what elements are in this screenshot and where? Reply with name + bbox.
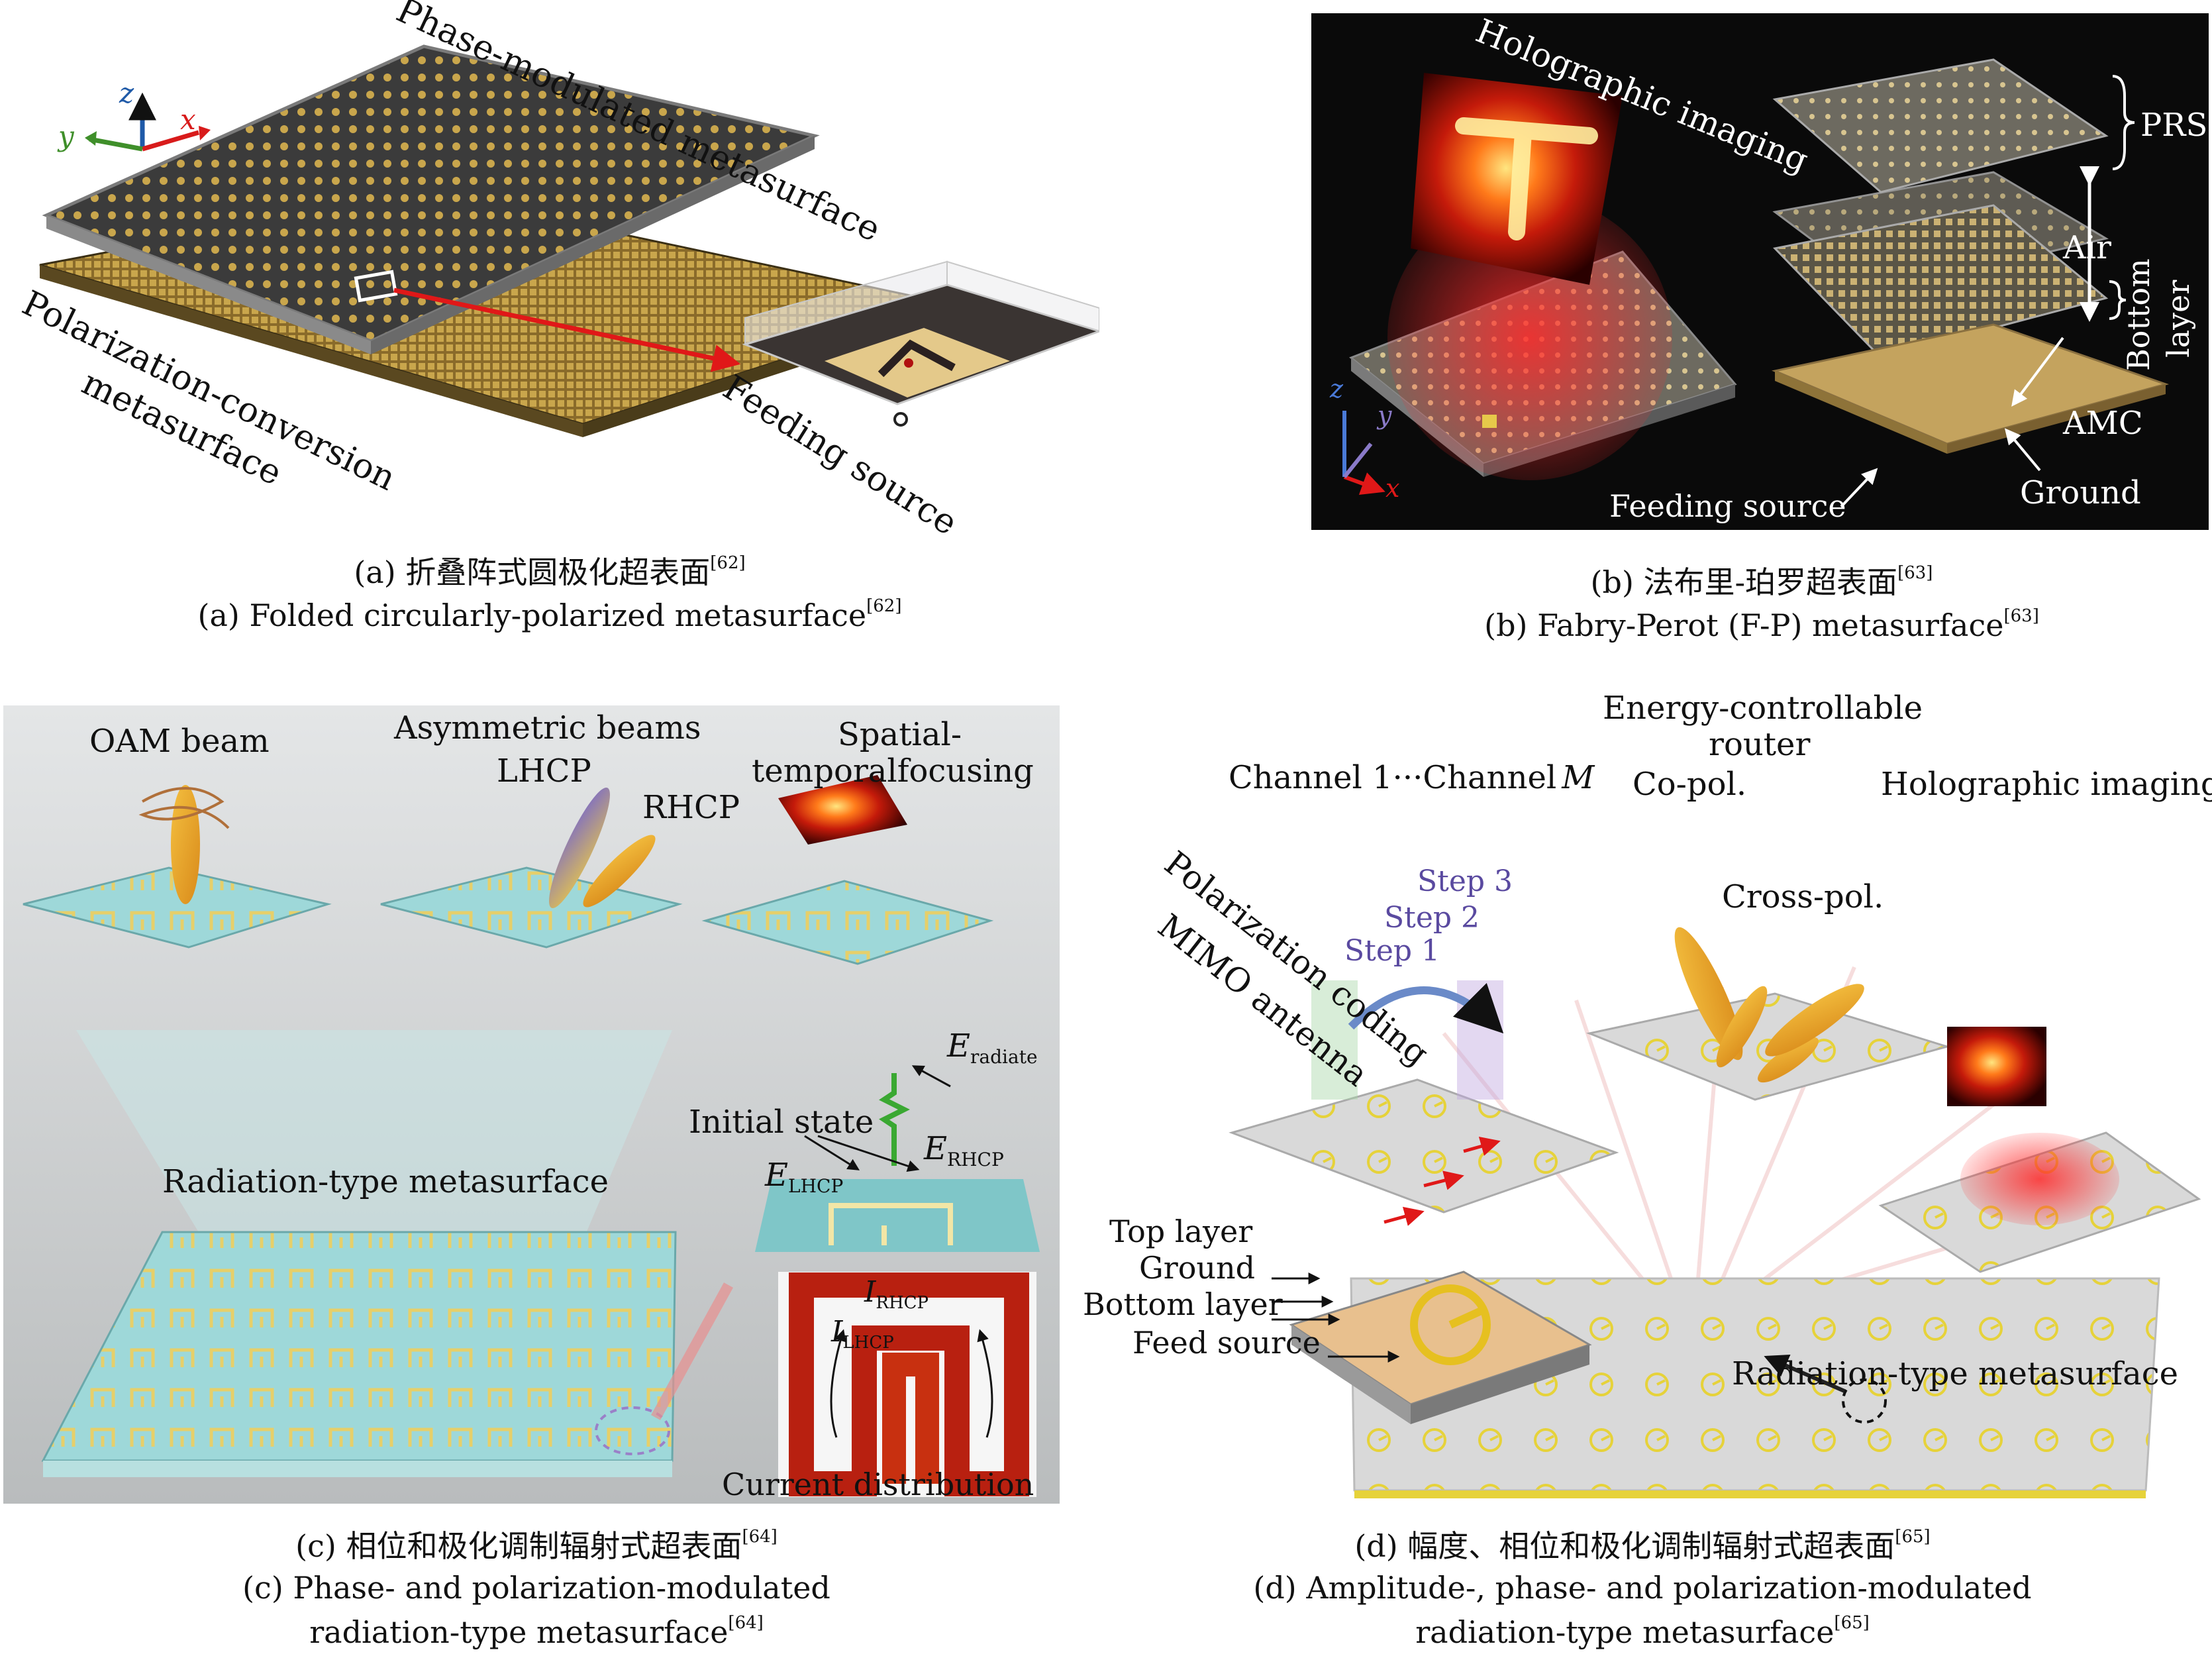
lhcp-beam-icon (549, 787, 610, 909)
panel-c-caption-en-1: (c) Phase- and polarization-modulated (242, 1570, 830, 1606)
panel-c-illustration: OAM beam Asymmetric beams LHCP RHCP Spat… (3, 705, 1060, 1504)
fp-antenna-left (1349, 195, 1737, 480)
panel-b-illustration: z x y Holographic imaging PRS Air Bottom… (1311, 13, 2209, 530)
axis-x-label: x (1385, 474, 1399, 503)
focusing-plate (701, 880, 994, 965)
panel-c-caption-en-2: radiation-type metasurface[64] (309, 1613, 764, 1650)
step-arrows (1383, 1137, 1501, 1226)
panel-c-caption-cn: (c) 相位和极化调制辐射式超表面[64] (295, 1527, 778, 1564)
ground-arrow (2004, 428, 2041, 472)
current-distribution-label: Current distribution (722, 1467, 1034, 1502)
focusing-image (778, 775, 907, 845)
oam-beam-icon (171, 785, 200, 904)
router-label: router (1709, 726, 1810, 763)
lhcp-label: LHCP (497, 752, 591, 790)
crosspol-beam-icon (1765, 984, 1864, 1057)
initial-state-label: Initial state (689, 1104, 874, 1141)
panel-b: z x y Holographic imaging PRS Air Bottom… (1311, 13, 2212, 662)
amc-label: AMC (2062, 405, 2143, 442)
radiation-type-label: Radiation-type metasurface (162, 1163, 609, 1200)
rhcp-beam-icon (583, 835, 656, 907)
panel-d-caption-en-1: (d) Amplitude-, phase- and polarization-… (1253, 1570, 2032, 1606)
energy-router-label: Energy-controllable (1603, 690, 1923, 727)
e-rhcp-label: ERHCP (923, 1130, 1004, 1170)
prs-brace (2112, 75, 2135, 170)
axis-z-label: z (1329, 374, 1344, 403)
panel-d: Energy-controllable router Channel 1···C… (1073, 689, 2212, 1658)
feed-source-label: Feed source (1132, 1325, 1321, 1361)
panel-a-illustration: z x y Phase-modulated metasurface Polari… (16, 0, 1099, 543)
step-3-label: Step 3 (1417, 864, 1513, 898)
panel-a-caption-en: (a) Folded circularly-polarized metasurf… (197, 596, 902, 633)
feeding-source-label: Feeding source (1609, 488, 1846, 524)
fp-stack-right (1772, 58, 2170, 454)
channel-arc (1348, 982, 1504, 1034)
step-2-label: Step 2 (1384, 901, 1480, 935)
panel-a-caption-cn: (a) 折叠阵式圆极化超表面[62] (354, 553, 746, 590)
unit-cell-3d (755, 1179, 1040, 1252)
axis-z-label: z (119, 77, 134, 109)
radiation-type-label: Radiation-type metasurface (1732, 1355, 2178, 1392)
bottom-label: Bottom (2121, 258, 2156, 371)
bottom-layer-label: Bottom layer (1083, 1286, 1283, 1322)
temporal-focusing-label: temporalfocusing (752, 752, 1034, 790)
panel-d-caption-en-2: radiation-type metasurface[65] (1415, 1613, 1870, 1650)
step-1-label: Step 1 (1344, 934, 1440, 968)
layer-label: layer (2160, 280, 2196, 358)
axis-y-label: y (57, 120, 75, 152)
oam-beam-label: OAM beam (89, 723, 270, 760)
current-distribution-map (778, 1272, 1036, 1497)
panel-b-caption-cn: (b) 法布里-珀罗超表面[63] (1590, 563, 1933, 600)
holographic-image (1411, 73, 1623, 285)
mimo-plate (1229, 1078, 1619, 1214)
axis-x-label: x (180, 103, 196, 136)
feeding-arrow (1840, 468, 1878, 508)
bottom-brace (2109, 280, 2127, 320)
e-radiate-label: Eradiate (946, 1027, 1038, 1068)
i-rhcp-label: IRHCP (864, 1275, 929, 1313)
amc-arrow (2011, 337, 2064, 407)
unit-cell-highlight (1842, 1378, 1887, 1424)
axes-icon (1342, 411, 1385, 495)
phase-modulated-plate (42, 44, 820, 354)
air-label: Air (2062, 229, 2111, 266)
panel-c: OAM beam Asymmetric beams LHCP RHCP Spat… (0, 702, 1073, 1658)
prs-label: PRS (2140, 107, 2207, 144)
zoom-arrow (650, 1282, 734, 1420)
panel-b-caption-en: (b) Fabry-Perot (F-P) metasurface[63] (1484, 606, 2039, 643)
panel-d-illustration: Energy-controllable router Channel 1···C… (1083, 690, 2212, 1498)
holographic-image (1947, 1027, 2046, 1106)
copol-label: Co-pol. (1633, 766, 1746, 803)
ground-label: Ground (1139, 1250, 1255, 1286)
feeding-source-box (742, 260, 1099, 427)
i-lhcp-label: ILHCP (830, 1315, 894, 1353)
rhcp-label: RHCP (642, 789, 740, 826)
holographic-imaging-label: Holographic imaging (1881, 766, 2212, 803)
zoom-arrow (393, 287, 741, 372)
axis-y-label: y (1376, 401, 1392, 430)
unit-cell-marker (354, 270, 398, 303)
top-layer-label: Top layer (1109, 1214, 1252, 1249)
e-radiate-icon (879, 1073, 910, 1166)
unit-cell-highlight (595, 1406, 670, 1455)
asymmetric-beams-label: Asymmetric beams (393, 709, 701, 747)
panel-d-caption-cn: (d) 幅度、相位和极化调制辐射式超表面[65] (1354, 1527, 1931, 1564)
axes-icon (85, 92, 211, 152)
copol-beam-icon (1674, 927, 1743, 1061)
spatial-label: Spatial- (838, 716, 962, 753)
panel-a: z x y Phase-modulated metasurface Polari… (0, 0, 1099, 662)
e-lhcp-label: ELHCP (764, 1157, 843, 1197)
oam-plate (23, 866, 332, 949)
crosspol-label: Cross-pol. (1722, 878, 1884, 915)
ground-label: Ground (2020, 474, 2141, 511)
projection-cone (76, 1030, 672, 1249)
